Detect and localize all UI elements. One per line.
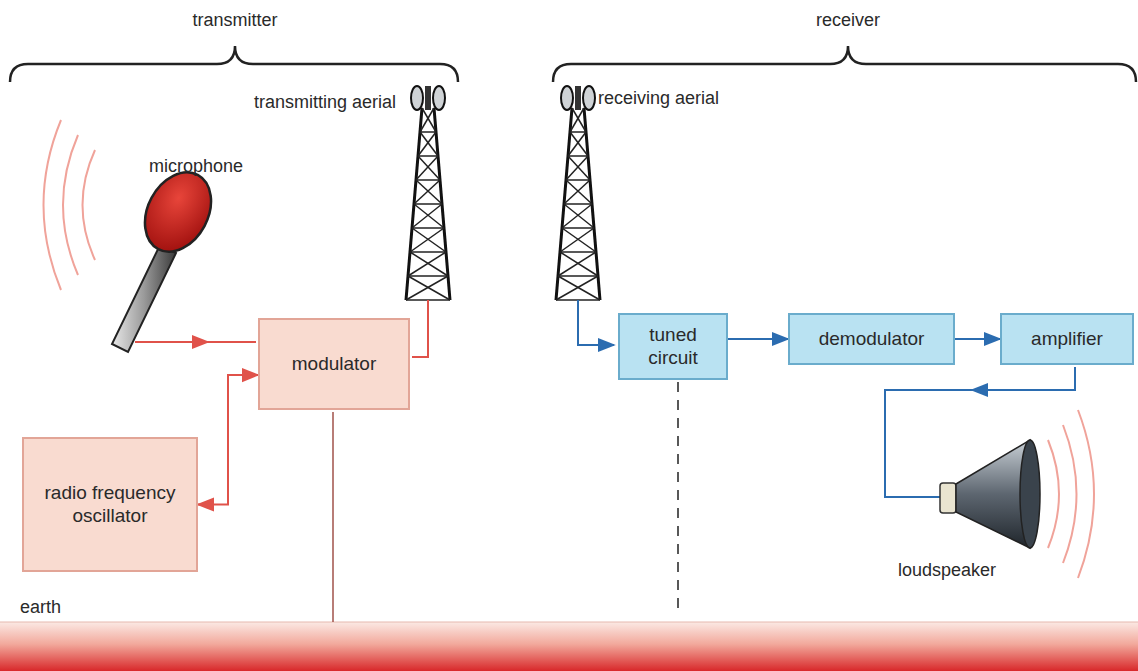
microphone-icon	[112, 161, 224, 352]
ground-label: earth	[20, 597, 61, 618]
aerial-label: transmitting aerial	[254, 92, 396, 113]
box-label: demodulator	[819, 328, 925, 351]
box-label: modulator	[292, 353, 377, 376]
aerial-feed	[578, 300, 614, 345]
aerial-label: receiving aerial	[598, 88, 719, 109]
part-label: loudspeaker	[898, 560, 996, 581]
earth-wire	[677, 382, 679, 616]
part-label: microphone	[149, 156, 243, 177]
modulator-box: modulator	[258, 318, 410, 410]
aerial-feed	[412, 300, 428, 357]
box-label: tuned circuit	[628, 324, 718, 370]
signal-arrow	[728, 338, 788, 340]
signal-wire	[135, 341, 256, 343]
sound-waves	[44, 120, 96, 290]
loudspeaker-icon	[940, 440, 1040, 548]
earth-band	[0, 622, 1138, 671]
earth-wire	[332, 412, 334, 622]
box-label: amplifier	[1031, 328, 1103, 351]
section-title: receiver	[816, 10, 880, 31]
section-title: transmitter	[192, 10, 277, 31]
sound-waves	[1048, 410, 1094, 578]
transmitter-bracket	[10, 46, 458, 82]
oscillator-box: radio frequency oscillator	[22, 437, 198, 572]
box-label: radio frequency oscillator	[32, 482, 188, 528]
receiver-bracket	[553, 46, 1136, 82]
demodulator-box: demodulator	[788, 313, 955, 365]
transmitting-aerial	[406, 86, 450, 300]
receiving-aerial	[556, 86, 600, 300]
amplifier-box: amplifier	[1000, 313, 1134, 365]
tuned-circuit-box: tuned circuit	[618, 313, 728, 380]
signal-arrow	[955, 338, 1000, 340]
signal-arrow	[198, 375, 258, 504]
